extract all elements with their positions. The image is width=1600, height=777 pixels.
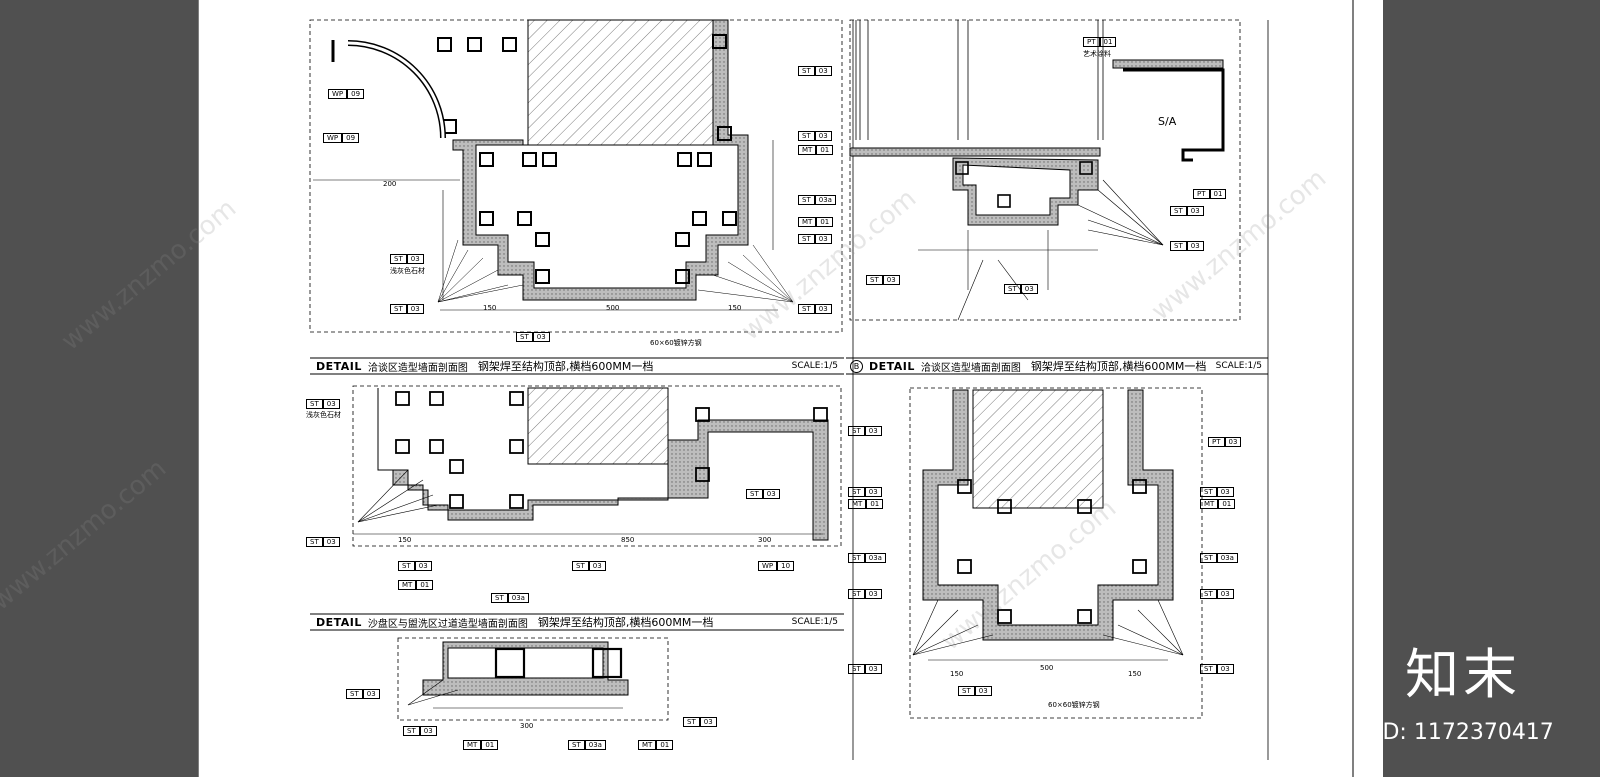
dim-150-d: 150 [950,670,964,678]
detail-label-3: DETAIL [316,615,362,629]
label-stone-1: 浅灰色石材 [390,267,425,275]
label-art-paint-1: 艺术涂料 [1083,50,1111,58]
detail-note-3: 钢架焊至结构顶部,横档600MM一档 [537,616,714,629]
cad-drawing [198,0,1354,777]
title-row-3: DETAIL 沙盘区与盥洗区过道造型墙面剖面图 钢架焊至结构顶部,横档600MM… [316,614,844,630]
label-sa: S/A [1158,115,1177,128]
title-row-2: B DETAIL 洽谈区造型墙面剖面图 钢架焊至结构顶部,横档600MM一档 S… [850,358,1268,374]
dim-150-b: 150 [728,304,742,312]
detail-label-1: DETAIL [316,359,362,373]
dim-150-e: 150 [1128,670,1142,678]
detail-title-3: 沙盘区与盥洗区过道造型墙面剖面图 [367,618,528,630]
watermark-2: www.znzmo.com [0,453,173,617]
dim-300-b: 300 [520,722,534,730]
dim-500-a: 500 [606,304,620,312]
detail-note-2: 钢架焊至结构顶部,横档600MM一档 [1030,360,1207,373]
label-steel-2: 60×60镀锌方钢 [1048,701,1100,709]
scale-label-3: SCALE:1/5 [791,617,838,627]
dim-200-a: 200 [383,180,397,188]
detail-title-2: 洽谈区造型墙面剖面图 [920,362,1021,374]
dim-300-a: 300 [758,536,772,544]
dim-150-a: 150 [483,304,497,312]
label-steel-1: 60×60镀锌方钢 [650,339,702,347]
dim-150-c: 150 [398,536,412,544]
detail-title-1: 洽谈区造型墙面剖面图 [367,362,468,374]
title-row-1: DETAIL 洽谈区造型墙面剖面图 钢架焊至结构顶部,横档600MM一档 SCA… [316,358,844,374]
scale-label-1: SCALE:1/5 [791,361,838,371]
dim-500-b: 500 [1040,664,1054,672]
label-stone-2: 浅灰色石材 [306,411,341,419]
scale-label-2: SCALE:1/5 [1215,361,1262,371]
detail-panel-3 [352,385,842,547]
detail-label-2: DETAIL [869,359,915,373]
brand-logo: 知末 [1405,643,1521,706]
detail-panel-5 [909,387,1203,719]
detail-panel-4 [397,637,669,721]
detail-panel-2 [849,19,1241,321]
detail-panel-1 [309,19,843,333]
dim-850: 850 [621,536,635,544]
image-id-label: ID: 1172370417 [1376,720,1554,745]
detail-badge-b: B [850,359,863,373]
detail-note-1: 钢架焊至结构顶部,横档600MM一档 [477,360,654,373]
